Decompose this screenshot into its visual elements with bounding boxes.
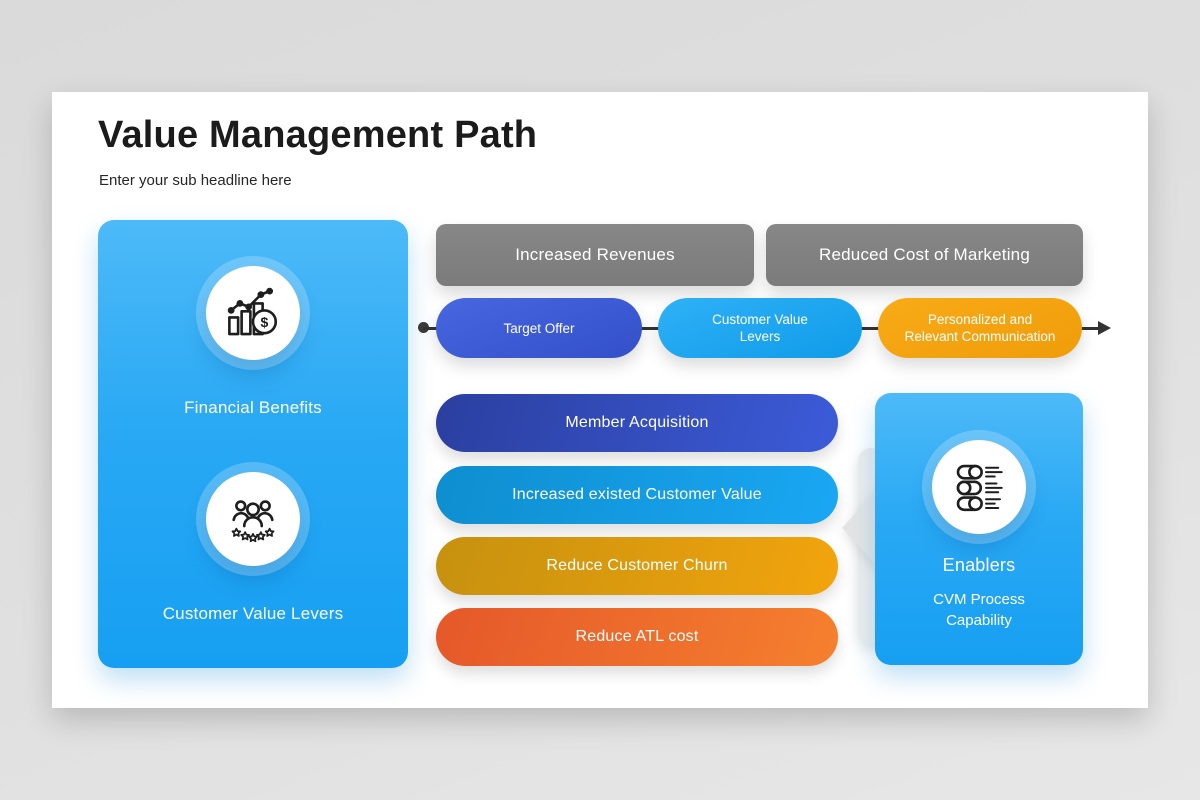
customer-value-levers-label: Customer Value Levers bbox=[162, 604, 344, 623]
pill-target-offer-label: Target Offer bbox=[503, 320, 575, 336]
pill-customer-value-levers-label: Customer Value Levers bbox=[712, 312, 808, 344]
slide-canvas: Value Management Path Enter your sub hea… bbox=[52, 92, 1148, 708]
bar-increased-existed-customer-value: Increased existed Customer Value bbox=[436, 466, 838, 524]
finance-growth-icon: $ bbox=[227, 287, 278, 336]
right-panel-card: Enablers CVM Process Capability bbox=[875, 393, 1083, 665]
bar-reduce-atl-cost: Reduce ATL cost bbox=[436, 608, 838, 666]
customer-value-levers-circle bbox=[206, 472, 300, 566]
pill-customer-value-levers: Customer Value Levers bbox=[658, 298, 862, 358]
page-subtitle: Enter your sub headline here bbox=[99, 172, 292, 189]
flow-arrowhead-icon bbox=[1098, 321, 1111, 335]
left-panel-card: $ Financial Benefits bbox=[98, 220, 408, 668]
box-increased-revenues: Increased Revenues bbox=[436, 224, 754, 286]
financial-benefits-label: Financial Benefits bbox=[184, 398, 322, 417]
pill-personalized-communication-label: Personalized and Relevant Communication bbox=[904, 312, 1056, 344]
toggle-switches-icon bbox=[956, 464, 1003, 512]
svg-text:$: $ bbox=[260, 314, 268, 330]
enablers-title: Enablers bbox=[942, 555, 1016, 575]
page-title: Value Management Path bbox=[98, 114, 538, 156]
enablers-subtitle: CVM Process Capability bbox=[933, 591, 1025, 629]
box-reduced-cost-marketing: Reduced Cost of Marketing bbox=[766, 224, 1083, 286]
pill-personalized-communication: Personalized and Relevant Communication bbox=[878, 298, 1082, 358]
enablers-circle bbox=[932, 440, 1026, 534]
bar-member-acquisition: Member Acquisition bbox=[436, 394, 838, 452]
financial-benefits-circle: $ bbox=[206, 266, 300, 360]
pill-target-offer: Target Offer bbox=[436, 298, 642, 358]
bar-reduce-customer-churn: Reduce Customer Churn bbox=[436, 537, 838, 595]
customer-rating-icon bbox=[231, 500, 275, 543]
